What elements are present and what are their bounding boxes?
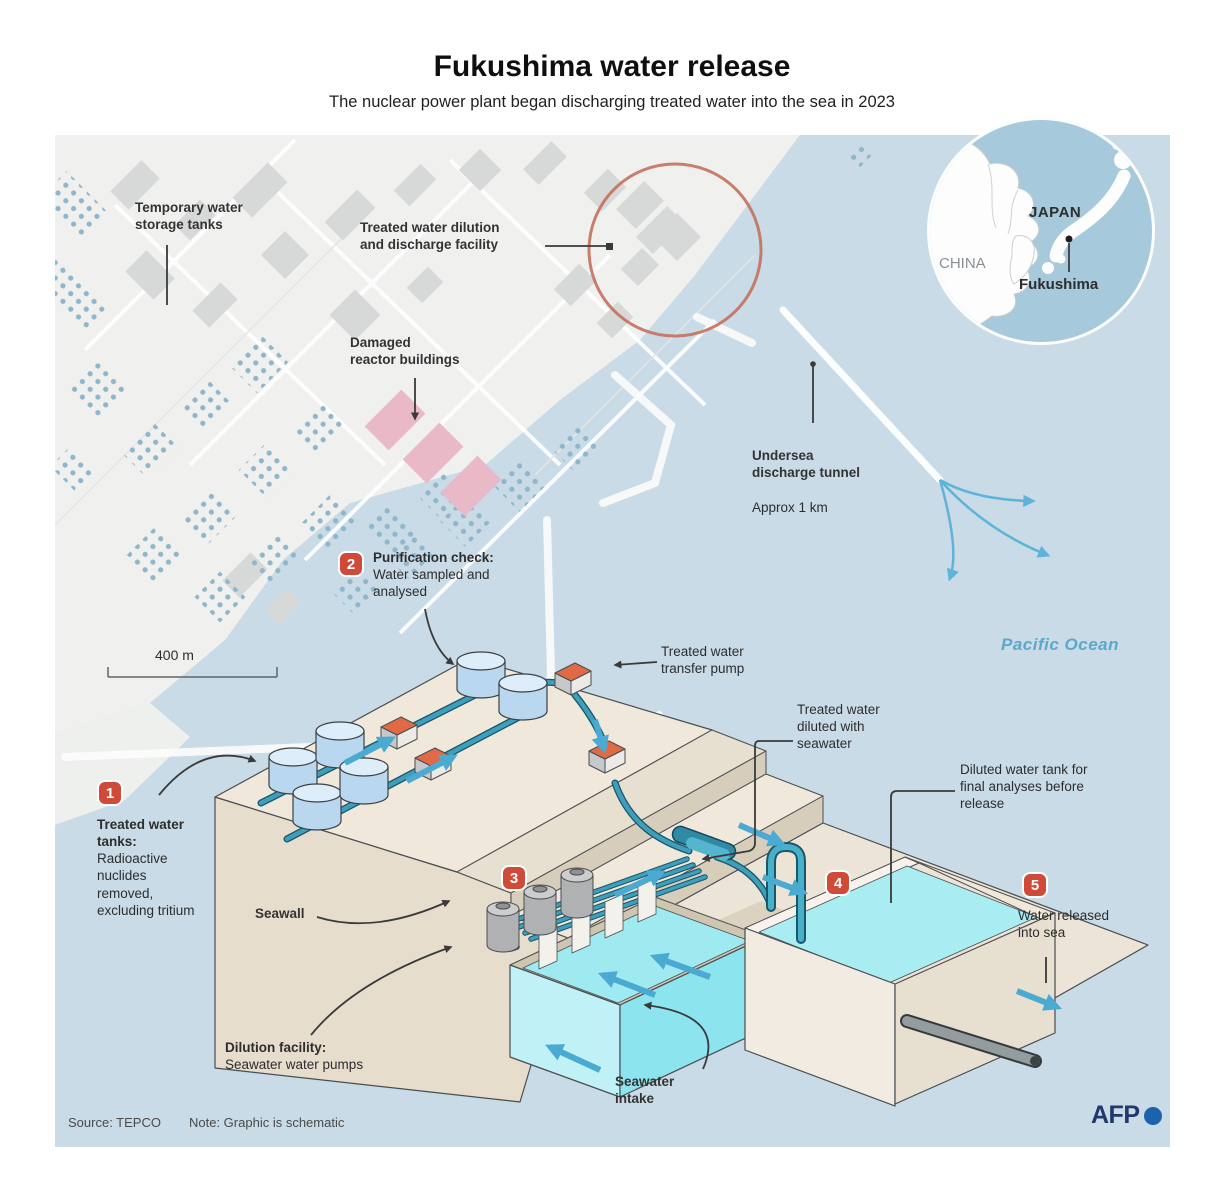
diluted-with-seawater-label: Treated water diluted with seawater (797, 702, 880, 752)
step-4-badge: 4 (825, 870, 851, 896)
damaged-reactors-label: Damaged reactor buildings (350, 335, 460, 368)
diluted-tank-label: Diluted water tank for final analyses be… (960, 762, 1088, 812)
pacific-ocean-label: Pacific Ocean (1001, 635, 1120, 654)
tunnel-label: Undersea discharge tunnel Approx 1 km (752, 430, 860, 533)
diluted-water-tank (744, 842, 1056, 1107)
fukushima-label: Fukushima (1019, 276, 1099, 293)
step-3-label: Dilution facility: Seawater water pumps (225, 1040, 364, 1073)
japan-shape (1049, 169, 1131, 263)
outlet-pipe (768, 844, 804, 942)
dilution-facility-label: Treated water dilution and discharge fac… (360, 220, 500, 253)
scale-label: 400 m (155, 647, 194, 663)
korea-shape (1009, 235, 1035, 285)
transfer-pump-label: Treated water transfer pump (661, 644, 745, 677)
step-1-label: Treated water tanks: Radioactive nuclide… (97, 817, 195, 918)
seawater-pumps (486, 867, 594, 953)
step-2-label: Purification check: Water sampled and an… (373, 550, 494, 600)
step-5-label: Water released into sea (1018, 908, 1110, 941)
storage-tanks-label: Temporary water storage tanks (135, 200, 243, 233)
afp-logo: AFP (1091, 1101, 1162, 1130)
intake-pillars (538, 877, 657, 970)
shikoku-shape (1056, 254, 1066, 264)
facility-illustration (214, 651, 1149, 1107)
step-5-badge: 5 (1022, 872, 1048, 898)
step-2-badge: 2 (338, 551, 364, 577)
seawater-intake-label: Seawater intake (615, 1074, 675, 1107)
undersea-tunnel-line (779, 306, 944, 484)
transfer-pump-house (554, 662, 592, 696)
seawater-intake-pool (509, 877, 766, 1098)
step-1-badge: 1 (97, 780, 123, 806)
locator-map: JAPAN CHINA Fukushima (927, 117, 1155, 345)
schematic-note: Note: Graphic is schematic (189, 1115, 345, 1130)
discharge-dispersal-arrows (938, 478, 1051, 582)
locator-map-globe (930, 120, 1132, 338)
tunnel-label-bold: Undersea discharge tunnel (752, 448, 861, 481)
seawall-label: Seawall (255, 906, 305, 921)
site-map (55, 135, 1051, 825)
afp-logo-text: AFP (1091, 1101, 1140, 1129)
fukushima-dot (1065, 235, 1073, 243)
intake-flow-arrows (545, 952, 712, 1073)
step-3-badge: 3 (501, 865, 527, 891)
flow-arrows (343, 719, 1063, 1011)
scale-bar (107, 667, 278, 678)
china-label: CHINA (939, 255, 986, 272)
page-subtitle: The nuclear power plant began dischargin… (329, 93, 895, 111)
annotation-connectors (158, 245, 1047, 1070)
kyushu-shape (1042, 262, 1054, 274)
source-credit: Source: TEPCO (68, 1115, 161, 1130)
japan-label: JAPAN (1029, 204, 1082, 221)
main-graphic: Temporary water storage tanks Treated wa… (55, 117, 1170, 1147)
afp-logo-dot-icon (1143, 1106, 1162, 1125)
tunnel-distance: Approx 1 km (752, 499, 828, 515)
country-borders (987, 163, 1019, 235)
damaged-reactor-buildings (364, 389, 502, 517)
page-title: Fukushima water release (433, 50, 791, 83)
dilution-facility-highlight-circle (587, 162, 763, 338)
discharge-pipe (900, 1014, 1042, 1068)
